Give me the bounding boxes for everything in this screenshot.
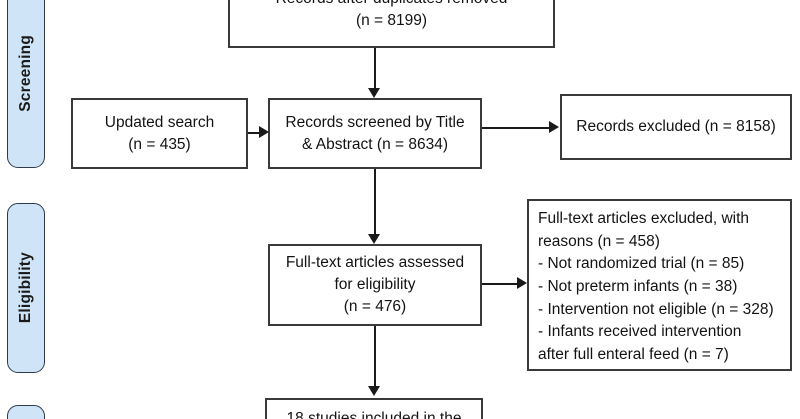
arrowhead-duplicates-to-screened (368, 88, 380, 98)
box-updated-search-text: Updated search (n = 435) (104, 113, 215, 153)
connector-duplicates-to-screened (374, 48, 376, 90)
box-records-excluded-text: Records excluded (n = 8158) (576, 118, 776, 135)
box-records-screened: Records screened by Title & Abstract (n … (268, 98, 482, 169)
stage-badge-eligibility-label: Eligibility (17, 252, 34, 324)
connector-fulltext-to-excluded (482, 283, 519, 285)
connector-updated-search-to-screened (248, 132, 262, 134)
box-studies-included-text: 18 studies included in the (286, 410, 462, 419)
box-records-after-duplicates: Records after duplicates removed (n = 81… (228, 0, 555, 48)
box-records-after-duplicates-text: Records after duplicates removed (n = 81… (276, 0, 508, 29)
connector-screened-to-excluded (482, 127, 552, 129)
arrowhead-screened-to-fulltext (368, 234, 380, 244)
box-records-excluded: Records excluded (n = 8158) (560, 94, 792, 160)
arrowhead-screened-to-excluded (549, 121, 559, 133)
box-fulltext-assessed-text: Full-text articles assessed for eligibil… (285, 254, 465, 315)
box-updated-search: Updated search (n = 435) (71, 98, 248, 169)
box-fulltext-assessed: Full-text articles assessed for eligibil… (268, 244, 482, 326)
arrowhead-fulltext-to-included (368, 386, 380, 396)
stage-badge-included (7, 405, 45, 419)
box-studies-included: 18 studies included in the (265, 398, 483, 419)
stage-badge-screening-label: Screening (17, 34, 34, 112)
stage-badge-screening: Screening (7, 0, 45, 168)
box-records-screened-text: Records screened by Title & Abstract (n … (285, 113, 465, 153)
arrowhead-fulltext-to-excluded (517, 277, 527, 289)
box-fulltext-excluded-text: Full-text articles excluded, with reason… (538, 210, 774, 363)
box-fulltext-excluded: Full-text articles excluded, with reason… (527, 199, 792, 371)
stage-badge-eligibility: Eligibility (7, 203, 45, 373)
connector-fulltext-to-included (374, 326, 376, 388)
arrowhead-updated-search-to-screened (259, 126, 269, 138)
connector-screened-to-fulltext (374, 169, 376, 235)
